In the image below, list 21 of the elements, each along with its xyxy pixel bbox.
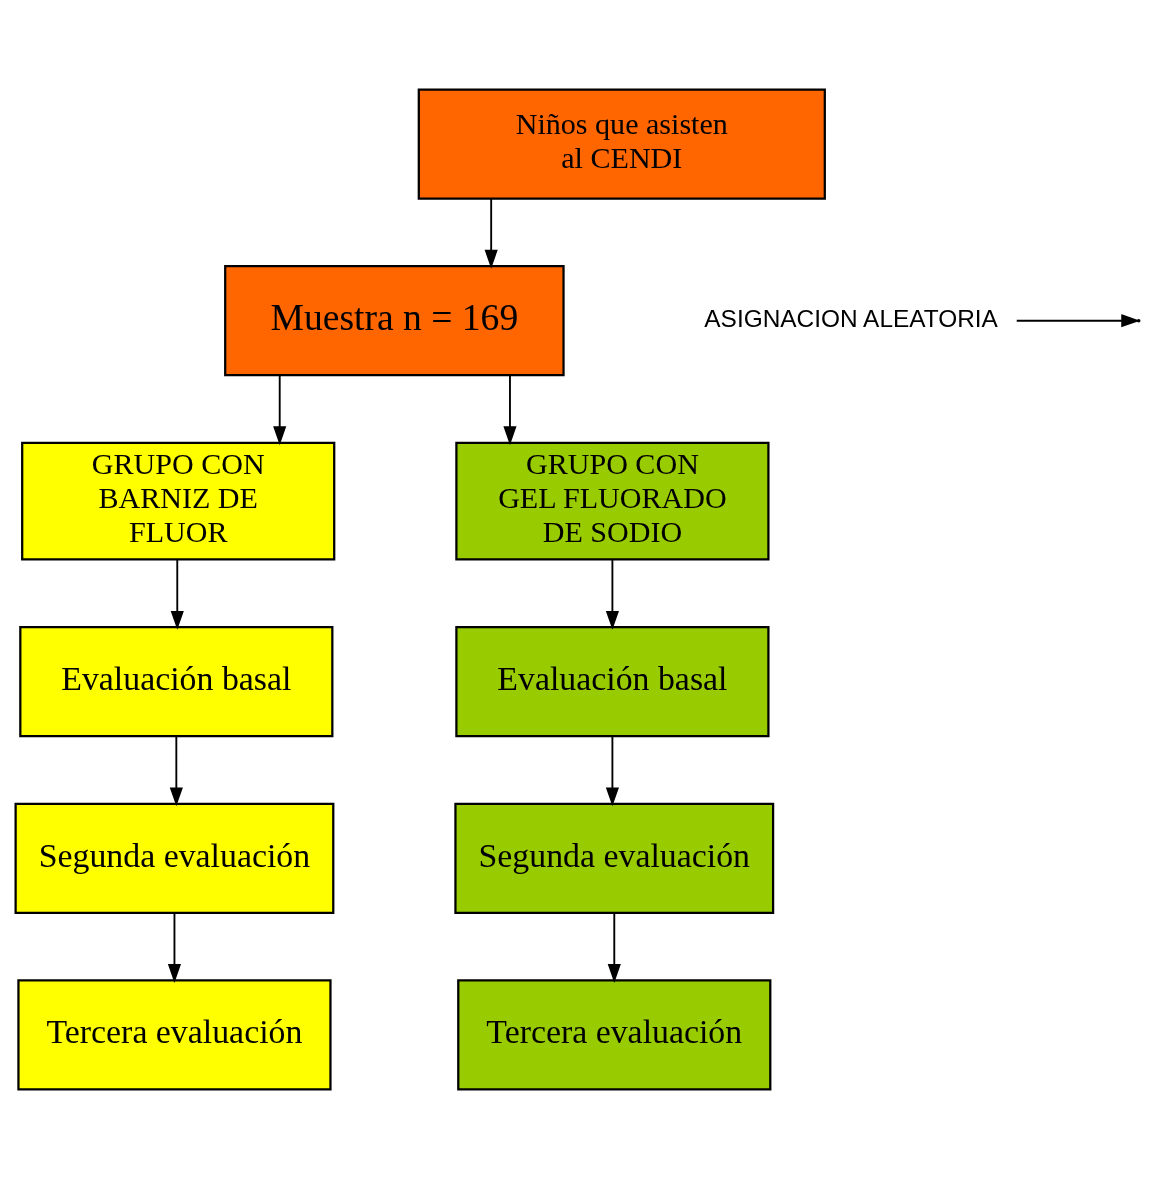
node-box: GRUPO CON BARNIZ DE FLUOR (21, 441, 336, 561)
arrow (1015, 314, 1141, 328)
arrow (169, 735, 183, 807)
node-text: ASIGNACION ALEATORIA (704, 305, 998, 333)
arrow (605, 735, 619, 807)
node-box: Tercera evaluación (17, 979, 332, 1091)
arrow (607, 912, 621, 983)
arrow (605, 558, 619, 630)
arrow (273, 374, 287, 446)
arrow (170, 558, 184, 630)
node-box: Evaluación basal (19, 625, 334, 738)
node-box: Segunda evaluación (14, 802, 335, 914)
node-box: Evaluación basal (455, 625, 770, 738)
node-box: Muestra n = 169 (224, 265, 565, 377)
node-box: Tercera evaluación (457, 979, 772, 1091)
node-box: Segunda evaluación (454, 802, 775, 914)
node-box: GRUPO CON GEL FLUORADO DE SODIO (455, 441, 770, 561)
arrow (503, 374, 517, 446)
arrow (167, 912, 182, 983)
node-box: Niños que asisten al CENDI (417, 88, 826, 200)
arrow (484, 198, 498, 269)
